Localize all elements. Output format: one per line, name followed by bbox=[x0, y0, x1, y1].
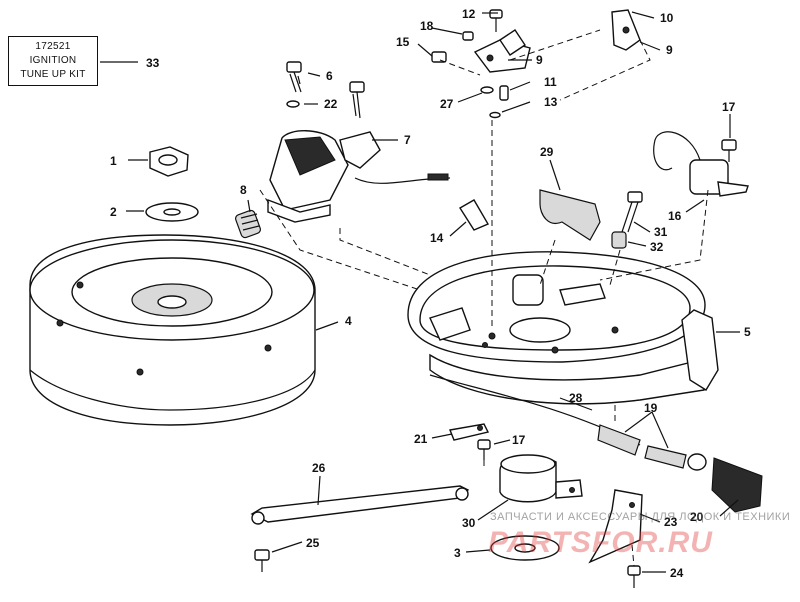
ignition-tune-up-kit-box: 172521 IGNITION TUNE UP KIT bbox=[8, 36, 98, 86]
callout-19: 19 bbox=[644, 401, 658, 415]
coil-screw bbox=[286, 61, 365, 119]
callout-12: 12 bbox=[462, 7, 476, 21]
callout-18: 18 bbox=[420, 19, 434, 33]
callout-7: 7 bbox=[404, 133, 411, 147]
assembly-guide-lines bbox=[259, 29, 709, 567]
callout-2: 2 bbox=[110, 205, 117, 219]
screw-31 bbox=[621, 191, 643, 233]
lock-washer bbox=[286, 100, 300, 108]
callout-11: 11 bbox=[544, 75, 557, 89]
screw-17-lower bbox=[477, 439, 491, 460]
ignition-coil bbox=[267, 130, 451, 223]
callout-8: 8 bbox=[240, 183, 247, 197]
callout-10: 10 bbox=[660, 11, 674, 25]
callout-17-a: 17 bbox=[722, 100, 736, 114]
callout-15: 15 bbox=[396, 35, 410, 49]
callout-6: 6 bbox=[326, 69, 333, 83]
breaker-point-set bbox=[431, 9, 531, 119]
kit-part-number: 172521 bbox=[35, 41, 71, 52]
armature-plate bbox=[407, 251, 719, 405]
lubricating-wick bbox=[459, 199, 490, 231]
flywheel bbox=[29, 234, 316, 426]
link-rod bbox=[250, 485, 470, 525]
callout-31: 31 bbox=[654, 225, 668, 239]
flywheel-nut bbox=[149, 146, 189, 177]
watermark: ЗАПЧАСТИ И АКСЕССУАРЫ ДЛЯ ЛОДОК И ТЕХНИК… bbox=[488, 511, 790, 559]
washer-3 bbox=[490, 535, 560, 561]
callout-22: 22 bbox=[324, 97, 338, 111]
felt-pad bbox=[539, 189, 601, 241]
cable-clamp bbox=[499, 454, 583, 503]
callout-14: 14 bbox=[430, 231, 444, 245]
callout-13: 13 bbox=[544, 95, 558, 109]
callout-17-b: 17 bbox=[512, 433, 526, 447]
callout-29: 29 bbox=[540, 145, 554, 159]
callout-20: 20 bbox=[690, 510, 704, 524]
spring-32 bbox=[611, 231, 627, 249]
callout-9-b: 9 bbox=[666, 43, 673, 57]
callout-3: 3 bbox=[454, 546, 461, 560]
throttle-cable bbox=[429, 374, 763, 513]
condenser bbox=[653, 131, 749, 197]
callout-5: 5 bbox=[744, 325, 751, 339]
callout-labels: 33 1 2 4 6 22 7 8 18 12 15 9 27 11 13 10… bbox=[110, 7, 751, 580]
callout-23: 23 bbox=[664, 515, 678, 529]
callout-30: 30 bbox=[462, 516, 476, 530]
flywheel-washer bbox=[145, 202, 199, 222]
leader-lines bbox=[100, 11, 740, 573]
screw-25 bbox=[254, 549, 270, 572]
callout-16: 16 bbox=[668, 209, 682, 223]
watermark-logo-text: PARTSFOR.RU bbox=[488, 526, 713, 559]
kit-title-line2: TUNE UP KIT bbox=[20, 69, 86, 80]
callout-21: 21 bbox=[414, 432, 428, 446]
callout-4: 4 bbox=[345, 314, 352, 328]
screw-24 bbox=[627, 565, 641, 588]
callout-25: 25 bbox=[306, 536, 320, 550]
spring-connector bbox=[235, 209, 261, 239]
watermark-tagline: ЗАПЧАСТИ И АКСЕССУАРЫ ДЛЯ ЛОДОК И ТЕХНИК… bbox=[490, 511, 790, 523]
callout-28: 28 bbox=[569, 391, 583, 405]
callout-33: 33 bbox=[146, 56, 160, 70]
retainer-clip bbox=[449, 423, 490, 441]
cam-follower-bracket bbox=[588, 489, 643, 564]
callout-24: 24 bbox=[670, 566, 684, 580]
condenser-bracket-clip bbox=[611, 9, 641, 51]
callout-26: 26 bbox=[312, 461, 326, 475]
kit-title-line1: IGNITION bbox=[29, 55, 77, 66]
callout-1: 1 bbox=[110, 154, 117, 168]
callout-32: 32 bbox=[650, 240, 664, 254]
callout-9-a: 9 bbox=[536, 53, 543, 67]
callout-27: 27 bbox=[440, 97, 454, 111]
